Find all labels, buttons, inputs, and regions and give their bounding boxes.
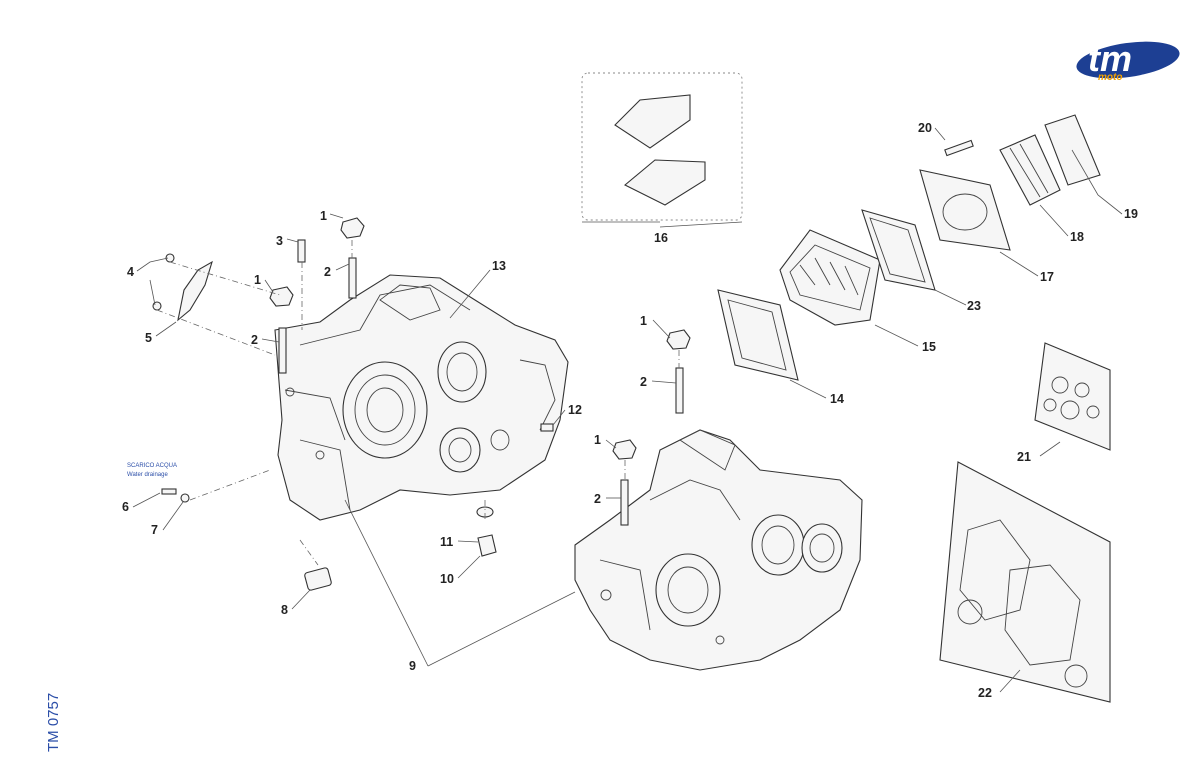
drain-plug-10 — [477, 534, 497, 557]
screw-6 — [161, 488, 177, 495]
callout-1: 1 — [594, 433, 601, 447]
brand-logo-main: tm — [1088, 38, 1132, 79]
left-crankcase — [274, 274, 569, 521]
clamp-19 — [1044, 114, 1101, 186]
right-crankcase — [574, 429, 863, 671]
callout-20: 20 — [918, 121, 932, 135]
gasket-kit-21 — [1034, 342, 1111, 451]
callout-13: 13 — [492, 259, 506, 273]
callout-3: 3 — [276, 234, 283, 248]
callout-7: 7 — [151, 523, 158, 537]
callout-8: 8 — [281, 603, 288, 617]
callout-2: 2 — [640, 375, 647, 389]
reed-petals-16 — [614, 94, 706, 206]
screw-4b — [152, 301, 162, 311]
callout-2: 2 — [251, 333, 258, 347]
callouts: 1 2 3 1 2 4 5 13 12 6 7 8 9 10 11 1 2 1 … — [122, 121, 1138, 700]
reed-petals-box — [581, 72, 743, 221]
callout-22: 22 — [978, 686, 992, 700]
callout-2: 2 — [594, 492, 601, 506]
callout-23: 23 — [967, 299, 981, 313]
intake-flange-17 — [919, 169, 1011, 251]
callout-18: 18 — [1070, 230, 1084, 244]
callout-1: 1 — [254, 273, 261, 287]
nut-1-right-upper — [666, 329, 691, 350]
drain-note-en: Water drainage — [127, 472, 168, 478]
callout-4: 4 — [127, 265, 134, 279]
stud-2-top — [348, 257, 357, 299]
rubber-manifold-18 — [999, 134, 1061, 206]
callout-6: 6 — [122, 500, 129, 514]
callout-16: 16 — [654, 231, 668, 245]
stud-2-left — [278, 327, 287, 374]
dowel-3 — [297, 239, 306, 263]
screw-20 — [944, 139, 974, 157]
callout-1: 1 — [320, 209, 327, 223]
brand-logo: tm moto — [1076, 38, 1180, 83]
washer-7 — [180, 493, 190, 503]
nut-1-top — [340, 217, 365, 239]
callout-11: 11 — [440, 535, 453, 549]
diagram-code: TM 0757 — [45, 693, 62, 752]
plug-12 — [540, 423, 554, 432]
callout-12: 12 — [568, 403, 582, 417]
callout-17: 17 — [1040, 270, 1054, 284]
callout-19: 19 — [1124, 207, 1138, 221]
callout-21: 21 — [1017, 450, 1031, 464]
brand-logo-sub: moto — [1098, 72, 1122, 83]
callout-14: 14 — [830, 392, 844, 406]
callout-10: 10 — [440, 572, 454, 586]
nut-1-right-lower — [612, 439, 637, 460]
stud-2-right-upper — [675, 367, 684, 414]
bushing-8 — [304, 567, 332, 591]
cover-plate-5 — [177, 260, 213, 322]
callout-9: 9 — [409, 659, 416, 673]
callout-2: 2 — [324, 265, 331, 279]
stud-2-right-lower — [620, 479, 629, 526]
nut-1-left — [269, 286, 294, 307]
gasket-14 — [717, 289, 799, 381]
callout-1: 1 — [640, 314, 647, 328]
callout-15: 15 — [922, 340, 936, 354]
gasket-kit-22 — [939, 461, 1111, 703]
reed-block-15 — [779, 229, 881, 326]
callout-5: 5 — [145, 331, 152, 345]
drain-note-it: SCARICO ACQUA — [127, 463, 177, 469]
